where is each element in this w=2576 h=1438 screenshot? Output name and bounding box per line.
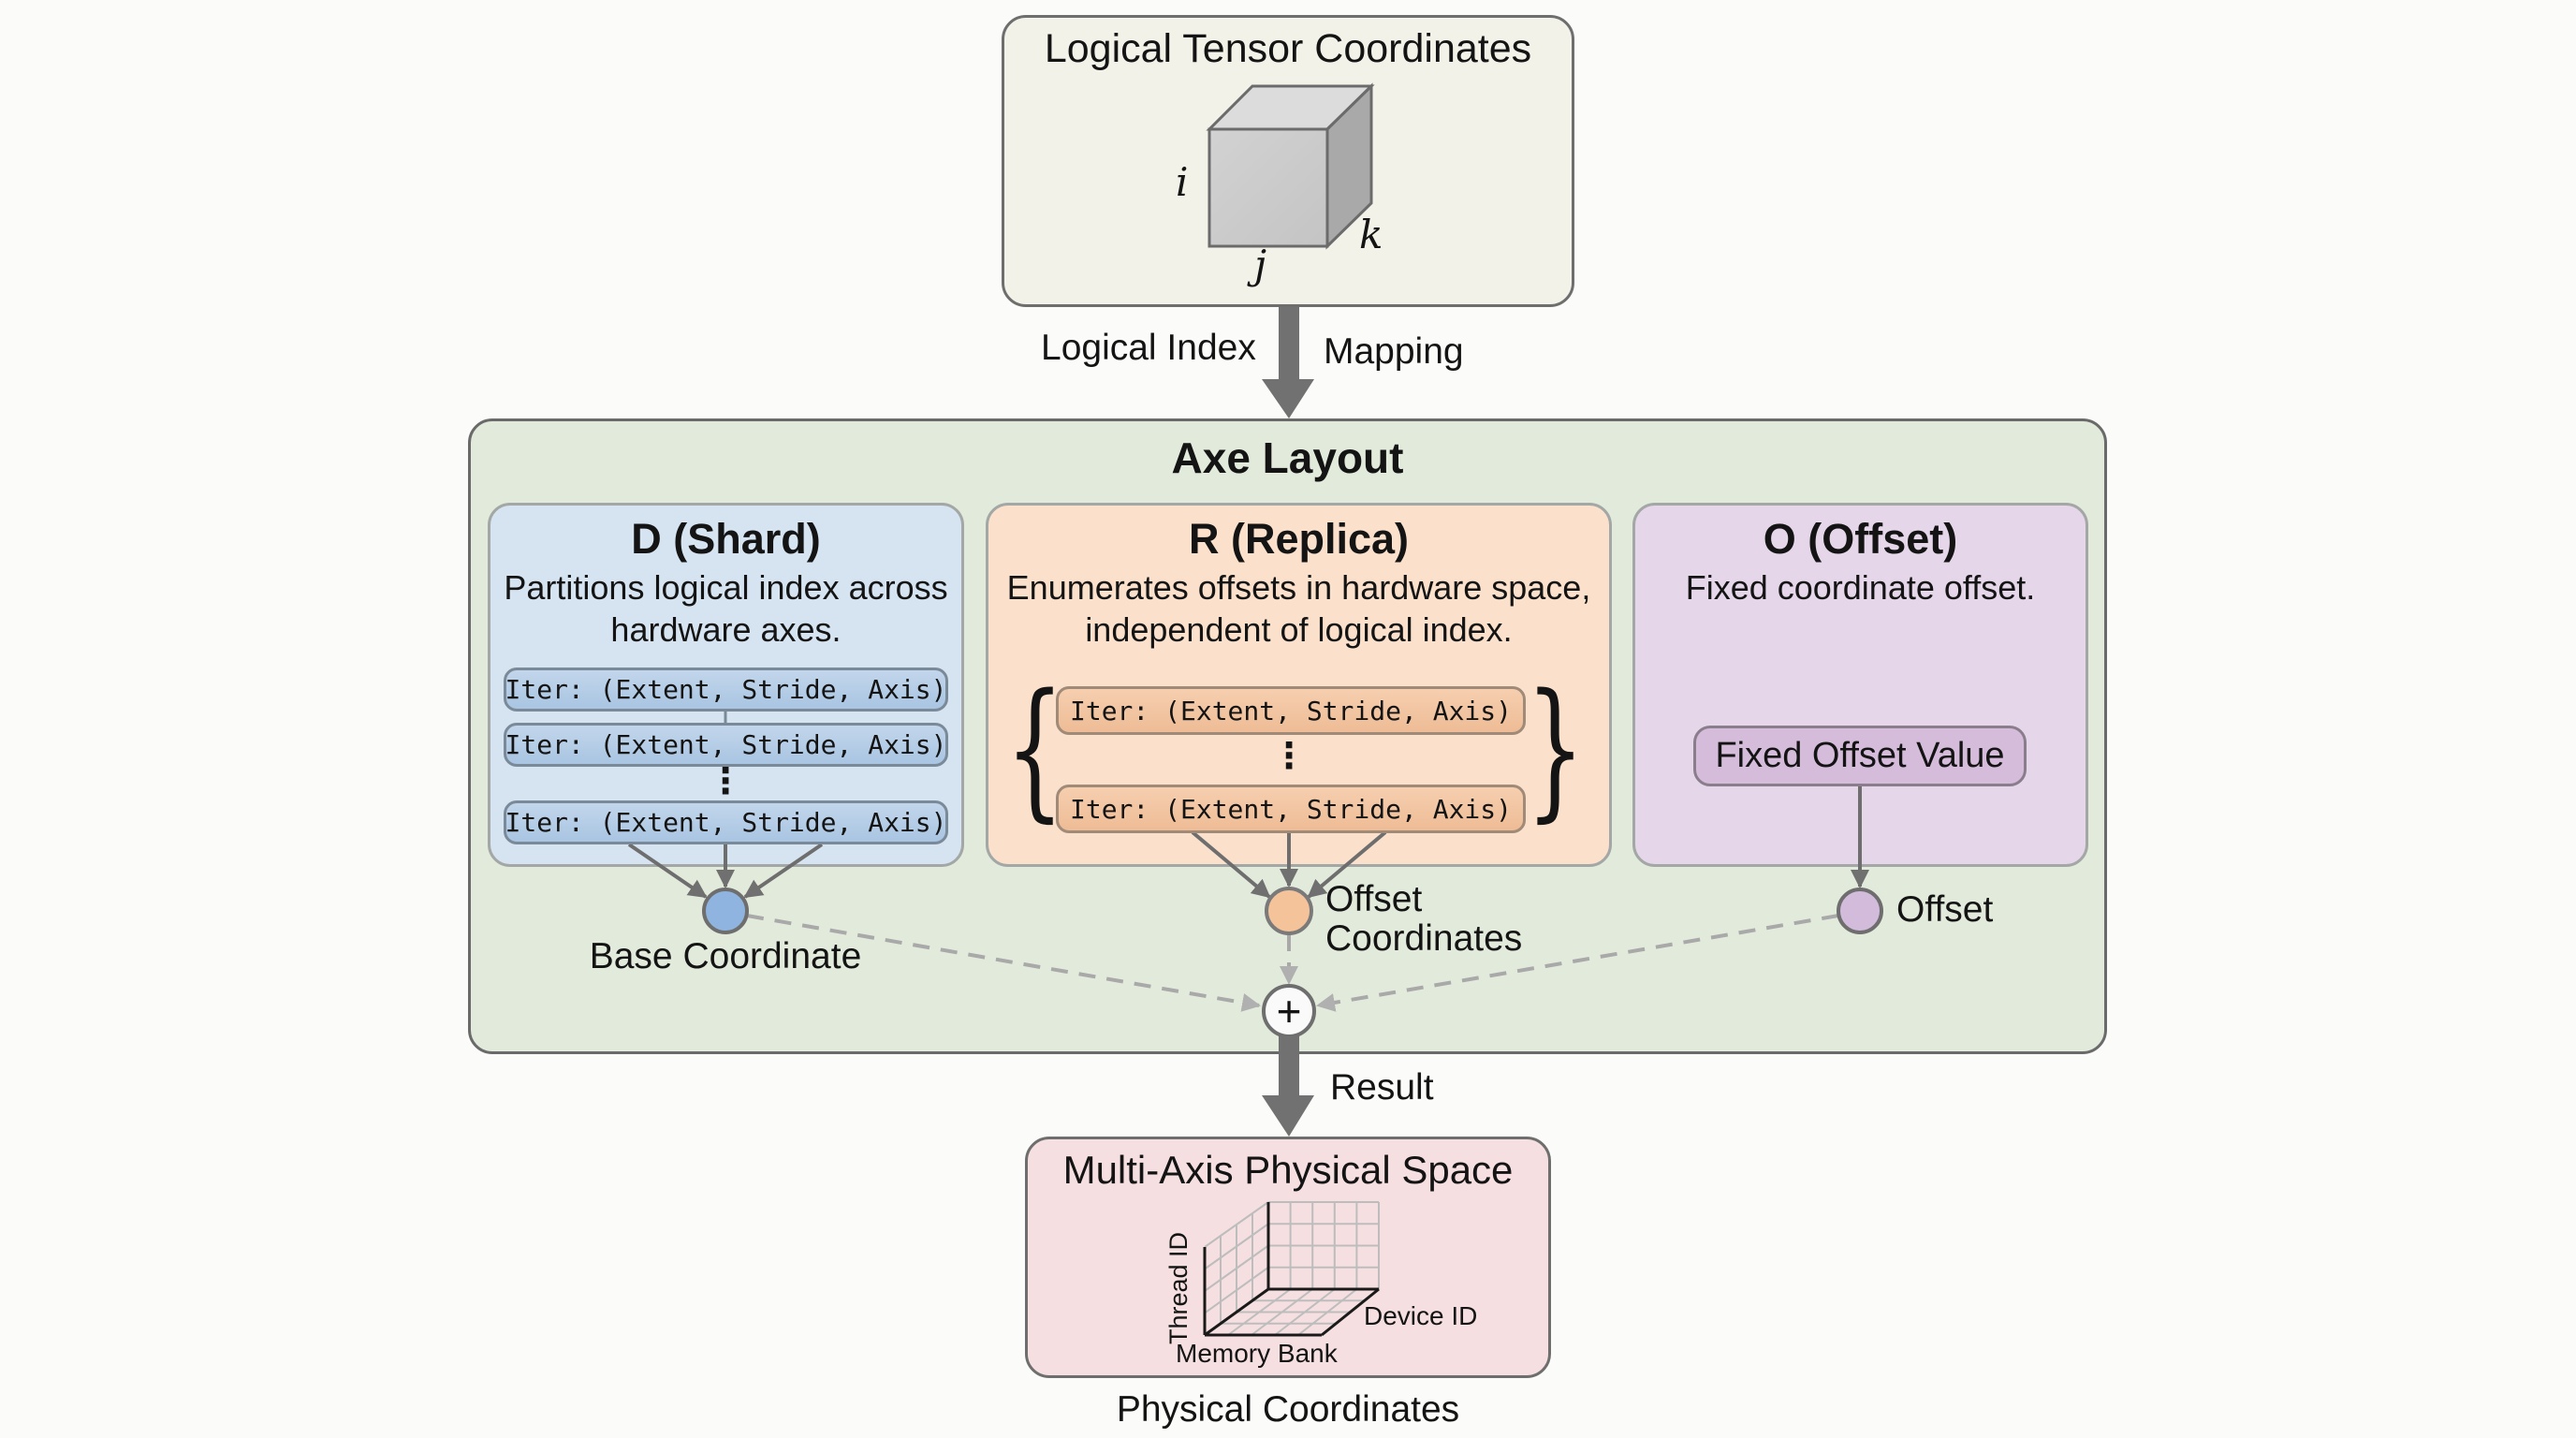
shard-arrows bbox=[627, 843, 824, 899]
result-arrow bbox=[1262, 1036, 1314, 1137]
shard-ellipsis: ⋮ bbox=[708, 762, 743, 801]
grid-line bbox=[1204, 1244, 1269, 1292]
replica-arrows bbox=[1191, 830, 1387, 899]
shard-iter-3: Iter: (Extent, Stride, Axis) bbox=[504, 800, 948, 844]
offset-coordinates-label-line2: Coordinates bbox=[1325, 918, 1523, 959]
base-coordinate-label: Base Coordinate bbox=[589, 936, 862, 976]
shard-iter-1: Iter: (Extent, Stride, Axis) bbox=[504, 668, 948, 712]
shard-description-line1: Partitions logical index across bbox=[504, 568, 948, 607]
mapping-arrow bbox=[1262, 307, 1314, 418]
axis-j-label: j bbox=[1254, 242, 1267, 287]
replica-heading: R (Replica) bbox=[1188, 515, 1410, 563]
physical-axes bbox=[1203, 1202, 1380, 1337]
axis-i-label: i bbox=[1176, 159, 1189, 205]
replica-left-brace: { bbox=[1005, 661, 1065, 836]
plus-icon: + bbox=[1276, 987, 1302, 1035]
replica-description-line2: independent of logical index. bbox=[1085, 610, 1513, 649]
replica-iter-1: Iter: (Extent, Stride, Axis) bbox=[1056, 686, 1526, 735]
axe-layout-title: Axe Layout bbox=[1171, 433, 1404, 482]
memory-bank-axis-label: Memory Bank bbox=[1176, 1339, 1338, 1368]
physical-grid-icon bbox=[1204, 1201, 1380, 1336]
grid-line bbox=[1204, 1266, 1269, 1314]
replica-description-line1: Enumerates offsets in hardware space, bbox=[1006, 568, 1591, 607]
physical-space-box bbox=[1025, 1137, 1551, 1378]
logical-index-label: Logical Index bbox=[1041, 328, 1256, 368]
replica-right-brace: } bbox=[1526, 661, 1586, 836]
logical-tensor-title: Logical Tensor Coordinates bbox=[1044, 26, 1532, 71]
shard-description-line2: hardware axes. bbox=[610, 610, 842, 649]
grid-line bbox=[1204, 1223, 1269, 1270]
mapping-label: Mapping bbox=[1324, 331, 1464, 372]
offset-node bbox=[1837, 888, 1883, 934]
shard-iter-2: Iter: (Extent, Stride, Axis) bbox=[504, 723, 948, 767]
offset-output-label: Offset bbox=[1896, 889, 1994, 930]
physical-space-title: Multi-Axis Physical Space bbox=[1062, 1148, 1514, 1192]
offset-coordinates-node bbox=[1265, 887, 1313, 935]
axis-k-label: k bbox=[1359, 212, 1383, 257]
physical-coordinates-caption: Physical Coordinates bbox=[1116, 1389, 1460, 1430]
offset-heading: O (Offset) bbox=[1763, 515, 1958, 563]
offset-description: Fixed coordinate offset. bbox=[1685, 568, 2036, 607]
offset-coordinates-label-line1: Offset bbox=[1325, 879, 1423, 919]
tensor-cube-icon bbox=[1206, 82, 1375, 250]
replica-iter-2: Iter: (Extent, Stride, Axis) bbox=[1056, 785, 1526, 833]
shard-heading: D (Shard) bbox=[631, 515, 821, 563]
base-coordinate-node bbox=[702, 888, 749, 934]
dashed-connectors bbox=[746, 914, 1839, 1012]
thread-id-text: Thread ID bbox=[1164, 1231, 1193, 1344]
grid-line bbox=[1204, 1201, 1269, 1248]
device-id-axis-label: Device ID bbox=[1364, 1301, 1478, 1330]
fixed-offset-value-box: Fixed Offset Value bbox=[1693, 726, 2027, 786]
result-label: Result bbox=[1330, 1067, 1434, 1108]
replica-ellipsis: ⋮ bbox=[1271, 737, 1307, 776]
